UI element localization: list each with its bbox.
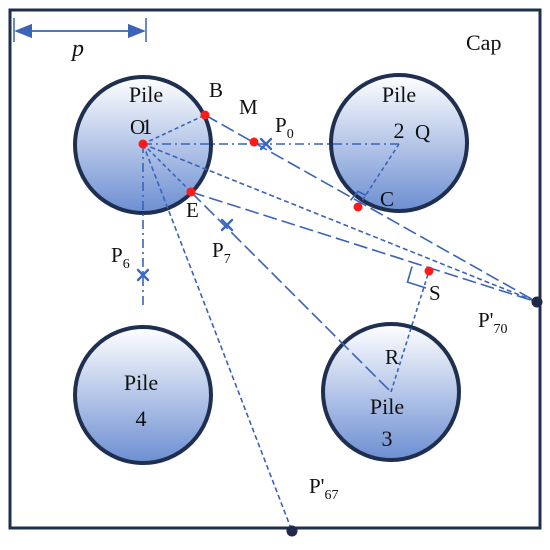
point-m-marker [249,137,259,147]
point-b-marker [200,110,210,120]
label-p6: P6 [111,243,130,272]
pile-2: Pile 2 [329,73,469,213]
dot-icon [286,525,298,537]
pile-4-circle [73,325,213,465]
pile-3-label-line1: Pile [370,394,404,419]
pile-1-label-line1: Pile [129,82,163,107]
right-angle-c [349,190,367,201]
pile-4-label-line1: Pile [124,370,158,395]
pile-4-label-line2: 4 [136,406,147,431]
label-b: B [209,78,223,102]
construction-lines [142,114,538,532]
label-r: R [385,345,399,369]
line-e-p70 [190,191,538,303]
line-o-p67 [142,143,293,532]
point-c-marker [353,202,363,212]
label-p70: P'70 [478,308,507,337]
x-marker-icon [259,137,273,151]
line-q-c [357,143,400,208]
x-marker-icon [136,268,150,282]
line-o-b [142,114,206,145]
line-r-s [390,270,430,393]
label-q: Q [415,120,430,144]
cap-boundary [8,8,542,530]
dot-icon [531,296,543,308]
label-m: M [239,95,258,119]
x-markers [136,137,273,282]
label-p0: P0 [275,113,294,142]
pile-1-label-line2: 1 [142,114,153,139]
x-marker-icon [220,218,234,232]
pile-2-circle [329,73,469,213]
line-e-r [190,191,392,393]
pile-3-label-line2: 3 [382,426,393,451]
pile-2-label-line1: Pile [382,82,416,107]
point-labels: O B M Q C E S R P0 P6 P7 P'70 P'67 [111,78,507,503]
dimension-label: p [70,36,84,62]
red-points [138,110,434,276]
pile-4: Pile 4 [73,325,213,465]
point-s-marker [424,266,434,276]
line-b-p70 [204,114,538,303]
line-o-p70 [142,143,538,303]
label-c: C [380,187,394,211]
cap-label: Cap [466,30,501,55]
right-angle-s [406,266,427,289]
point-e-marker [186,187,196,197]
label-o: O [130,115,145,139]
line-o-e [142,143,192,193]
pile-2-label-line2: 2 [394,118,405,143]
point-o-marker [138,139,148,149]
label-p67: P'67 [309,474,338,503]
label-e: E [186,198,199,222]
label-s: S [429,281,441,305]
label-p7: P7 [212,238,231,267]
